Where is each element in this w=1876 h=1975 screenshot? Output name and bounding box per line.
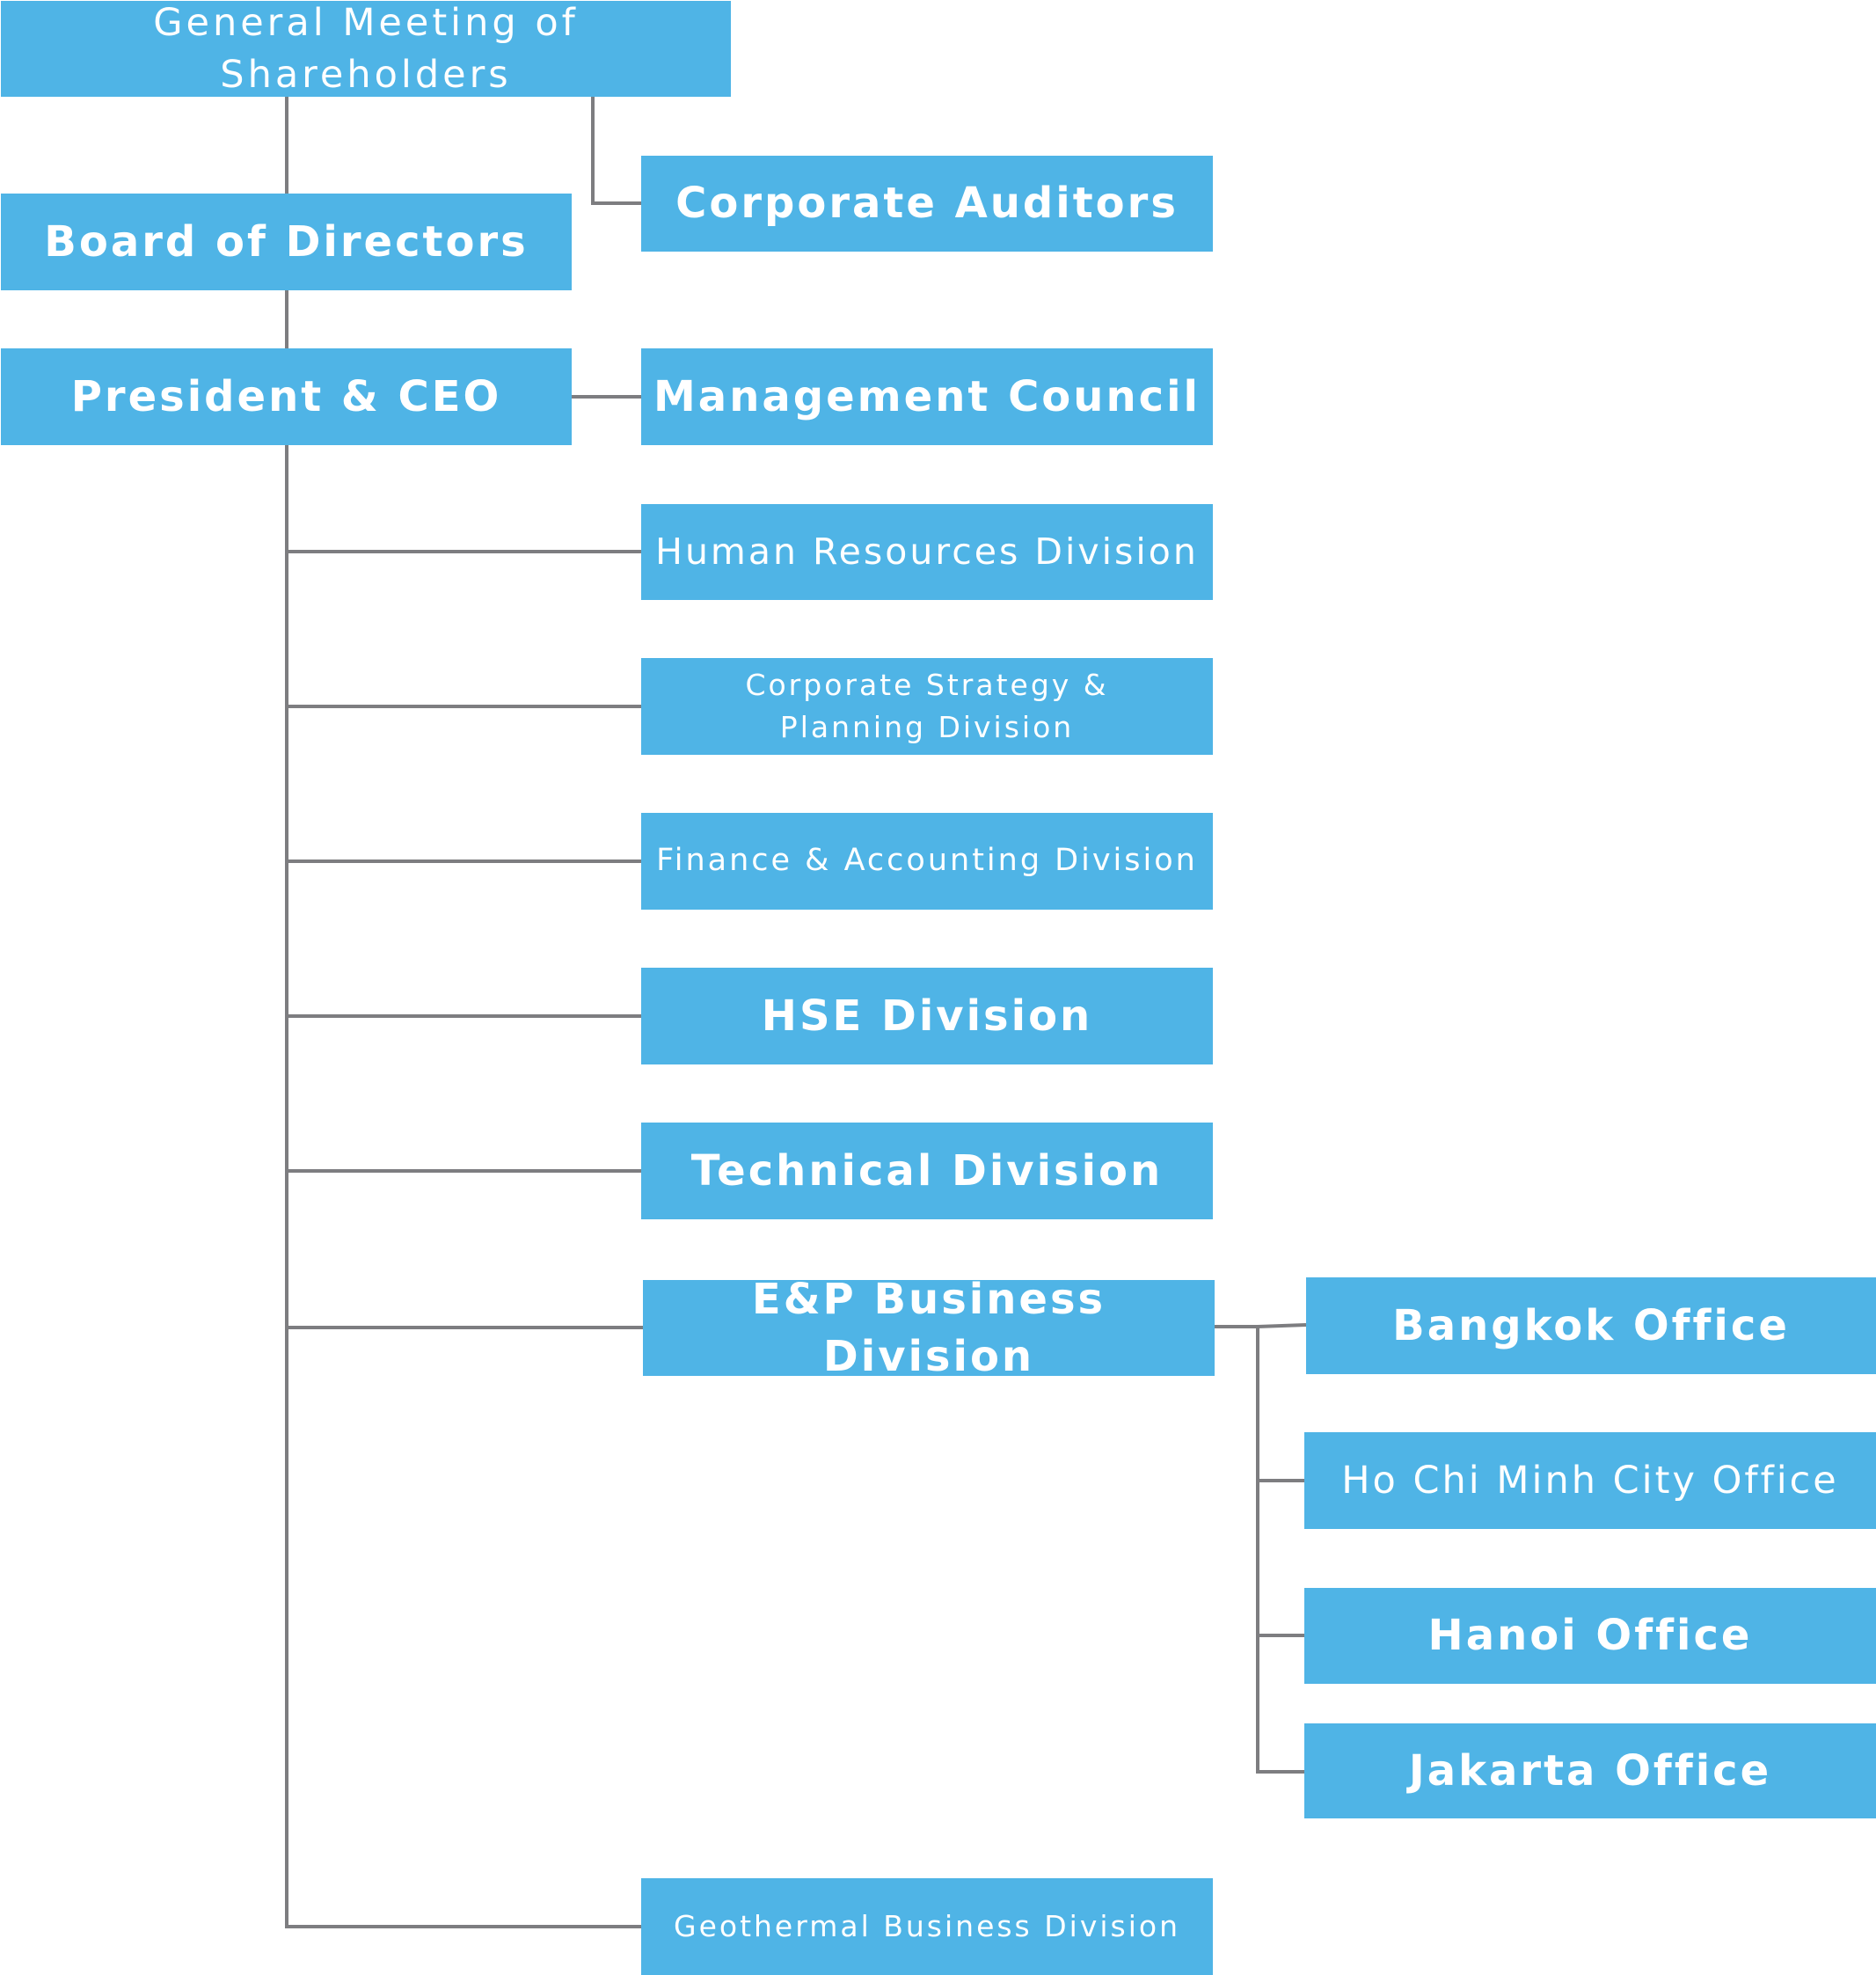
board-of-directors-box: Board of Directors xyxy=(1,194,572,290)
jakarta-office-box: Jakarta Office xyxy=(1304,1723,1876,1818)
management-council-box: Management Council xyxy=(641,348,1213,445)
general-meeting-of-shareholders-box: General Meeting of Shareholders xyxy=(1,1,731,97)
corporate-strategy-division-box: Corporate Strategy & Planning Division xyxy=(641,658,1213,755)
corporate-auditors-box: Corporate Auditors xyxy=(641,156,1213,252)
connector-ep-bangkok xyxy=(1215,1323,1307,1328)
president-ceo-box: President & CEO xyxy=(1,348,572,445)
hanoi-office-box: Hanoi Office xyxy=(1304,1588,1876,1684)
ep-business-division-box: E&P Business Division xyxy=(643,1275,1215,1381)
connector-gms-auditors xyxy=(591,97,641,205)
finance-accounting-division-box: Finance & Accounting Division xyxy=(641,813,1213,910)
human-resources-division-box: Human Resources Division xyxy=(641,504,1213,600)
connector-ep-office-trunk xyxy=(1256,1327,1304,1774)
connector-ceo-trunk xyxy=(285,445,641,1928)
geothermal-business-division-box: Geothermal Business Division xyxy=(641,1878,1213,1975)
technical-division-box: Technical Division xyxy=(641,1123,1213,1219)
ho-chi-minh-city-office-box: Ho Chi Minh City Office xyxy=(1304,1432,1876,1529)
hse-division-box: HSE Division xyxy=(641,968,1213,1064)
bangkok-office-box: Bangkok Office xyxy=(1306,1277,1876,1374)
